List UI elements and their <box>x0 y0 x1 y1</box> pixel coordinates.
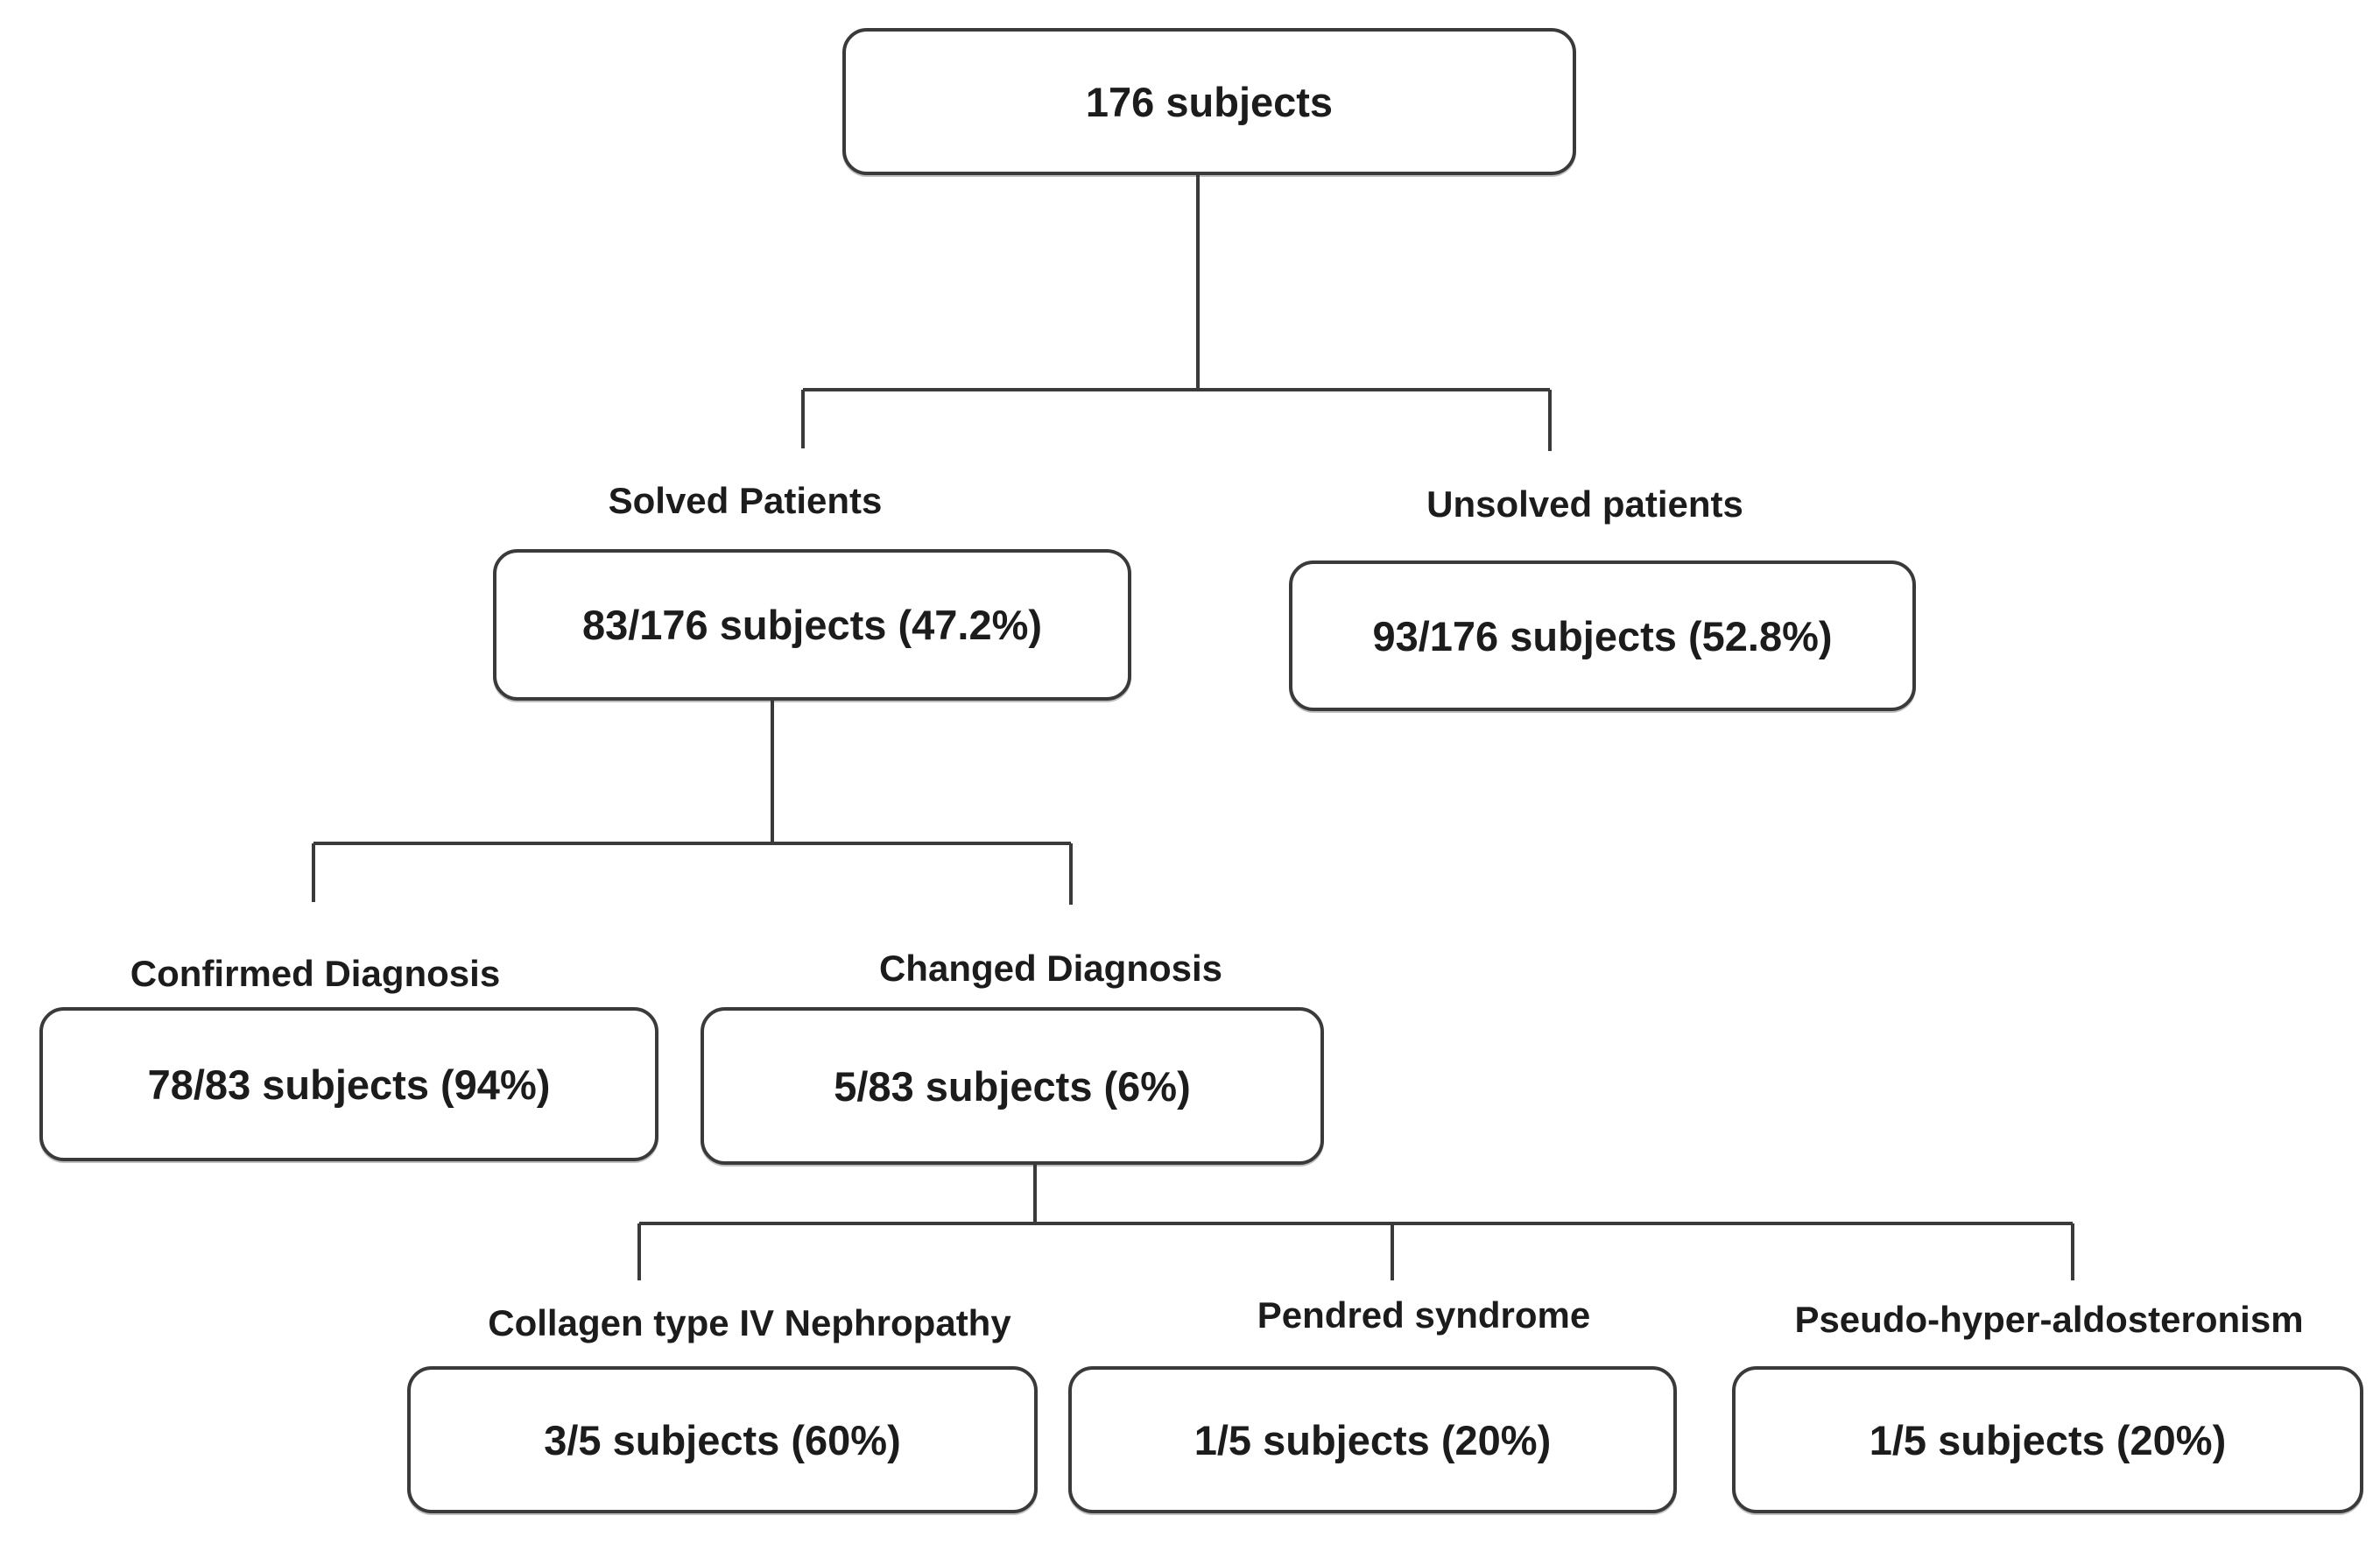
connector-pendred-stub <box>1391 1223 1394 1280</box>
label-unsolved-patients: Unsolved patients <box>1426 483 1743 525</box>
connector-changed-bar <box>639 1222 2073 1225</box>
label-pendred-syndrome: Pendred syndrome <box>1257 1294 1591 1336</box>
label-solved-patients: Solved Patients <box>608 480 883 521</box>
label-confirmed-diagnosis: Confirmed Diagnosis <box>130 953 501 994</box>
node-changed-diagnosis: 5/83 subjects (6%) <box>701 1007 1324 1165</box>
connector-solved-drop <box>771 701 774 843</box>
label-changed-diagnosis: Changed Diagnosis <box>878 948 1223 989</box>
node-solved-patients: 83/176 subjects (47.2%) <box>493 549 1131 701</box>
node-confirmed-diagnosis: 78/83 subjects (94%) <box>39 1007 658 1161</box>
node-total-subjects: 176 subjects <box>842 28 1576 175</box>
node-pendred-syndrome: 1/5 subjects (20%) <box>1068 1366 1677 1513</box>
connector-collagen-stub <box>637 1223 641 1280</box>
connector-changed-drop <box>1033 1165 1037 1223</box>
connector-changed-stub <box>1069 843 1073 905</box>
connector-confirmed-stub <box>312 843 315 902</box>
connector-root-bar <box>803 388 1550 391</box>
node-unsolved-patients: 93/176 subjects (52.8%) <box>1289 560 1916 711</box>
connector-unsolved-stub <box>1548 390 1552 451</box>
node-pseudo-hyper-aldosteronism: 1/5 subjects (20%) <box>1732 1366 2363 1513</box>
connector-pseudo-stub <box>2071 1223 2074 1280</box>
connector-root-drop <box>1196 175 1200 390</box>
connector-solved-stub <box>801 390 805 448</box>
label-pseudo-hyper-aldosteronism: Pseudo-hyper-aldosteronism <box>1794 1299 2304 1340</box>
node-collagen-type-iv-nephropathy: 3/5 subjects (60%) <box>407 1366 1038 1513</box>
connector-solved-bar <box>313 842 1071 845</box>
label-collagen-type-iv-nephropathy: Collagen type IV Nephropathy <box>488 1302 1011 1343</box>
